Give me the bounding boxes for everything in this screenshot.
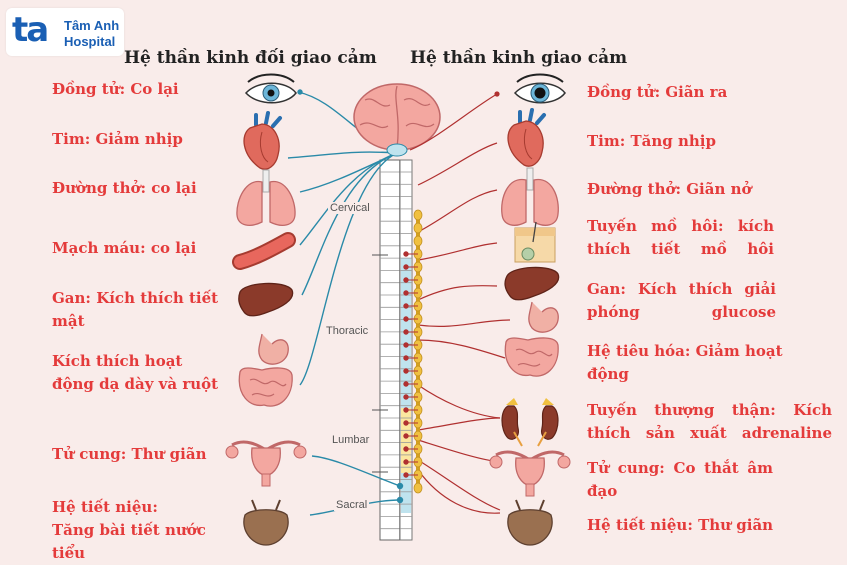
logo-subtitle: Hospital xyxy=(64,34,116,49)
left-label-uterus: Tử cung: Thư giãn xyxy=(52,445,207,463)
heart-icon xyxy=(243,111,282,170)
blood-vessel-icon xyxy=(232,232,296,270)
stomach-intestine-icon xyxy=(238,333,293,407)
adrenal-kidney-icon xyxy=(501,398,559,447)
right-label-heart: Tim: Tăng nhịp xyxy=(587,132,716,150)
sympathetic-title: Hệ thần kinh giao cảm xyxy=(410,48,628,68)
segment-lumbar: Lumbar xyxy=(330,434,372,446)
logo-mark: ta xyxy=(12,10,49,50)
parasympathetic-title: Hệ thần kinh đối giao cảm xyxy=(124,48,377,68)
segment-cervical: Cervical xyxy=(328,202,372,214)
bladder-icon xyxy=(507,499,553,546)
logo-name: Tâm Anh xyxy=(64,18,120,33)
symp-nerves xyxy=(409,91,511,514)
liver-icon xyxy=(238,282,294,317)
sweat-gland-icon xyxy=(514,221,556,263)
symp-ganglion-chain xyxy=(403,209,423,494)
segment-thoracic: Thoracic xyxy=(324,325,371,337)
right-label-airway: Đường thở: Giãn nở xyxy=(587,180,752,198)
left-label-pupil: Đồng tử: Co lại xyxy=(52,80,179,98)
uterus-icon xyxy=(489,450,571,497)
uterus-icon xyxy=(225,440,307,487)
left-label-vessel: Mạch máu: co lại xyxy=(52,239,197,257)
segment-sacral: Sacral xyxy=(334,499,370,511)
tam-anh-logo: ta Tâm Anh Hospital xyxy=(6,8,124,56)
left-label-heart: Tim: Giảm nhịp xyxy=(52,130,183,148)
stomach-intestine-icon xyxy=(504,301,559,377)
right-label-pupil: Đồng tử: Giãn ra xyxy=(587,83,728,101)
lungs-icon xyxy=(501,167,559,226)
heart-icon xyxy=(507,108,546,167)
brain-icon xyxy=(353,83,441,157)
liver-icon xyxy=(504,266,560,301)
eye-icon xyxy=(513,73,566,104)
eye-icon xyxy=(244,73,297,104)
left-label-airway: Đường thở: co lại xyxy=(52,179,197,197)
lungs-icon xyxy=(236,169,296,226)
right-label-urinary: Hệ tiết niệu: Thư giãn xyxy=(587,516,774,534)
bladder-icon xyxy=(243,499,289,546)
